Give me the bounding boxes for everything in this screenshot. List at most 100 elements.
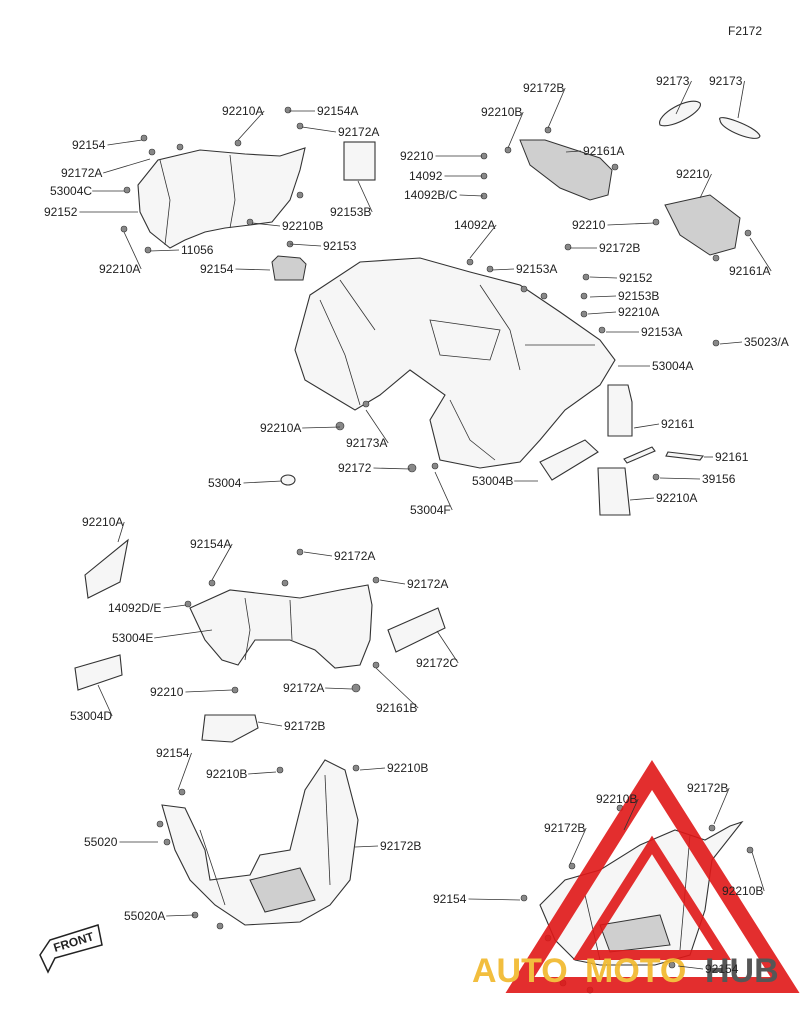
callout-label: 92161B [376, 701, 417, 715]
hardware-fasteners [120, 106, 754, 994]
callout-label: 92154 [72, 138, 106, 152]
leader-line [365, 409, 389, 444]
callout-layer: 92154 92210A 92154A 92172B 92210B 92173 92173 9… [44, 74, 789, 976]
leader-line [257, 721, 283, 727]
callout-label: 14092 [409, 169, 443, 183]
sticker-53004b [597, 467, 631, 516]
strip-92173a-2 [623, 446, 656, 464]
callout-label: 53004B [472, 474, 513, 488]
leader-line [699, 173, 712, 199]
leader-line [302, 426, 341, 429]
leader-line [468, 898, 521, 901]
leader-line [354, 845, 379, 848]
callout: 92152 [589, 271, 653, 285]
callout-label: 92154A [190, 537, 231, 551]
callout: 92210 [400, 149, 482, 163]
callout-label: 92210 [400, 149, 434, 163]
callout-label: 92153B [330, 205, 371, 219]
callout: 92172B [544, 821, 587, 865]
callout-label: 92172B [284, 719, 325, 733]
callout: 92154 [72, 138, 143, 152]
callout-label: 92172B [523, 81, 564, 95]
callout: 92172C [416, 630, 459, 670]
callout-label: 39156 [702, 472, 736, 486]
leader-line [289, 243, 322, 247]
callout-label: 92172A [334, 549, 375, 563]
cover-92173-left [659, 100, 701, 127]
leader-line [107, 139, 143, 146]
callout: 14092D/E [108, 601, 187, 615]
leader-line [211, 543, 233, 581]
callout-label: 92172B [380, 839, 421, 853]
strip-92173a-1 [665, 451, 705, 461]
callout: 55020A [124, 909, 195, 923]
callout: 53004B [472, 474, 538, 488]
sticker-53004a [607, 384, 633, 437]
watermark-hub: HUB [705, 952, 779, 990]
leader-line [434, 471, 453, 511]
callout: 53004E [112, 629, 213, 645]
callout-label: 92172A [338, 125, 379, 139]
callout-label: 92154A [317, 104, 358, 118]
leader-line [751, 851, 765, 892]
leader-line [103, 158, 151, 174]
callout: 92172B [570, 241, 640, 255]
callout-label: 92153A [516, 262, 557, 276]
callout-label: 92210 [150, 685, 184, 699]
callout: 92210B [722, 851, 765, 898]
callout-label: 14092A [454, 218, 495, 232]
callout: 92172B [257, 719, 325, 733]
leader-line [569, 827, 587, 865]
callout-label: 92154 [156, 746, 190, 760]
leader-line [166, 914, 195, 917]
grommet-39156 [280, 474, 296, 486]
callout-label: 92210B [596, 792, 637, 806]
callout: 92154 [156, 746, 192, 791]
callout-label: 53004E [112, 631, 153, 645]
leader-line [375, 667, 419, 709]
floor-mat-55020a [599, 914, 671, 953]
callout-label: 92173 [656, 74, 690, 88]
leader-line [607, 222, 655, 226]
callout: 92172B [523, 81, 566, 129]
callout: 92172A [379, 577, 448, 591]
callout: 53004A [618, 359, 693, 373]
leader-line [359, 767, 386, 771]
callout: 92154 [677, 962, 739, 976]
leader-line [459, 194, 484, 197]
callout-label: 92210B [206, 767, 247, 781]
callout-label: 92210A [99, 262, 140, 276]
callout: 92210B [206, 767, 277, 781]
callout-label: 92172A [283, 681, 324, 695]
callout: 35023/A [719, 335, 789, 349]
callout: 92154 [433, 892, 521, 906]
callout: 92161A [729, 237, 772, 278]
callout: 92210A [260, 421, 341, 435]
rear-guard-55020a [539, 820, 744, 966]
callout: 92210B [251, 219, 323, 233]
rear-cover-14092a [664, 194, 741, 256]
leader-line [237, 110, 265, 141]
callout-label: 92210 [676, 167, 710, 181]
callout-label: 92172A [407, 577, 448, 591]
leader-line [491, 268, 515, 271]
leader-line [149, 249, 180, 252]
callout: 92210B [596, 792, 639, 831]
leader-line [154, 629, 213, 639]
automotohub-watermark: AUTO MOTO HUB [472, 760, 800, 993]
callout-label: 92161A [583, 144, 624, 158]
callout-label: 53004C [50, 184, 92, 198]
callout-label: 92210B [722, 884, 763, 898]
leader-line [325, 687, 353, 690]
callout: 92153B [589, 289, 659, 303]
sticker-53004e [387, 607, 446, 653]
front-guard-55020 [161, 759, 359, 926]
callout-label: 92173 [709, 74, 743, 88]
leader-line [633, 423, 660, 429]
leader-line [629, 497, 655, 501]
watermark-auto: AUTO [472, 952, 568, 990]
callout-label: 92210A [656, 491, 697, 505]
callout: 92154A [289, 104, 358, 118]
leader-line [565, 150, 582, 153]
